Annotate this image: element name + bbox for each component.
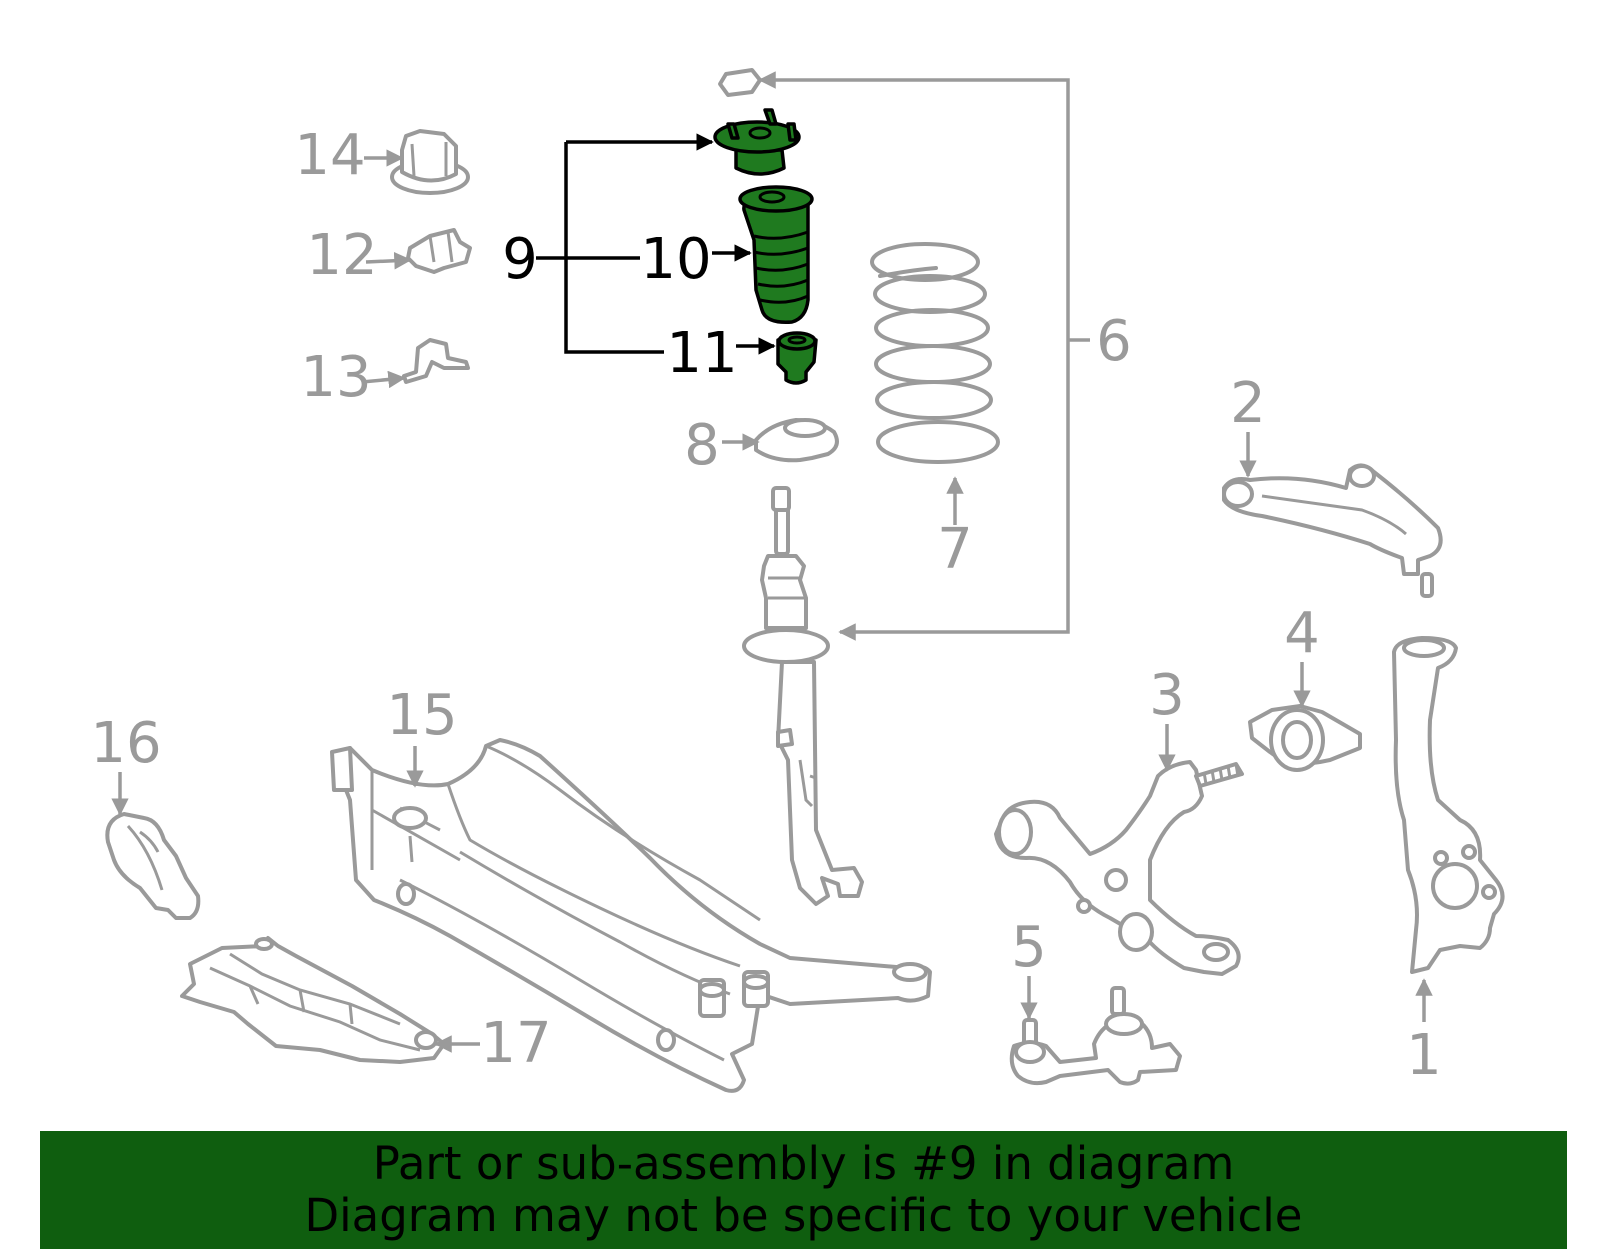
callout-13: 13	[300, 345, 371, 410]
callout-16: 16	[90, 711, 161, 776]
banner-line-2: Diagram may not be specific to your vehi…	[304, 1189, 1303, 1242]
banner-line-1: Part or sub-assembly is #9 in diagram	[372, 1137, 1235, 1190]
info-banner: Part or sub-assembly is #9 in diagram Di…	[40, 1131, 1567, 1249]
part-17-shield	[180, 936, 446, 1064]
callout-6: 6	[1096, 309, 1132, 374]
callout-4: 4	[1284, 601, 1320, 666]
strut-nut	[718, 68, 762, 97]
part-4-bushing	[1248, 704, 1362, 772]
part-7-coil-spring	[870, 242, 1000, 464]
part-8-spring-seat	[754, 418, 839, 463]
part-3-lower-arm	[994, 760, 1244, 976]
part-5-ball-joints	[1009, 986, 1182, 1086]
part-12-bracket	[406, 228, 472, 274]
callout-10: 10	[640, 227, 711, 292]
callout-3: 3	[1149, 663, 1185, 728]
callout-15: 15	[386, 683, 457, 748]
callout-2: 2	[1230, 371, 1266, 436]
callout-5: 5	[1011, 915, 1047, 980]
highlight-upper-mount	[713, 108, 801, 176]
highlight-part-11-bushing	[776, 331, 818, 385]
part-1-knuckle	[1392, 636, 1505, 974]
part-13-bracket	[402, 338, 470, 384]
callout-12: 12	[306, 223, 377, 288]
part-15-crossmember	[330, 738, 932, 1093]
callout-17: 17	[480, 1011, 551, 1076]
part-6-shock-absorber	[742, 486, 864, 906]
part-14-mount-bushing	[390, 129, 470, 195]
part-16-bracket	[105, 812, 201, 920]
callout-9: 9	[502, 227, 538, 292]
callout-1: 1	[1406, 1023, 1442, 1088]
callout-7: 7	[937, 517, 973, 582]
part-2-upper-arm	[1222, 463, 1443, 598]
highlight-part-10-bump-stop	[738, 185, 814, 324]
callout-11: 11	[666, 321, 737, 386]
callout-14: 14	[294, 123, 365, 188]
callout-8: 8	[684, 413, 720, 478]
